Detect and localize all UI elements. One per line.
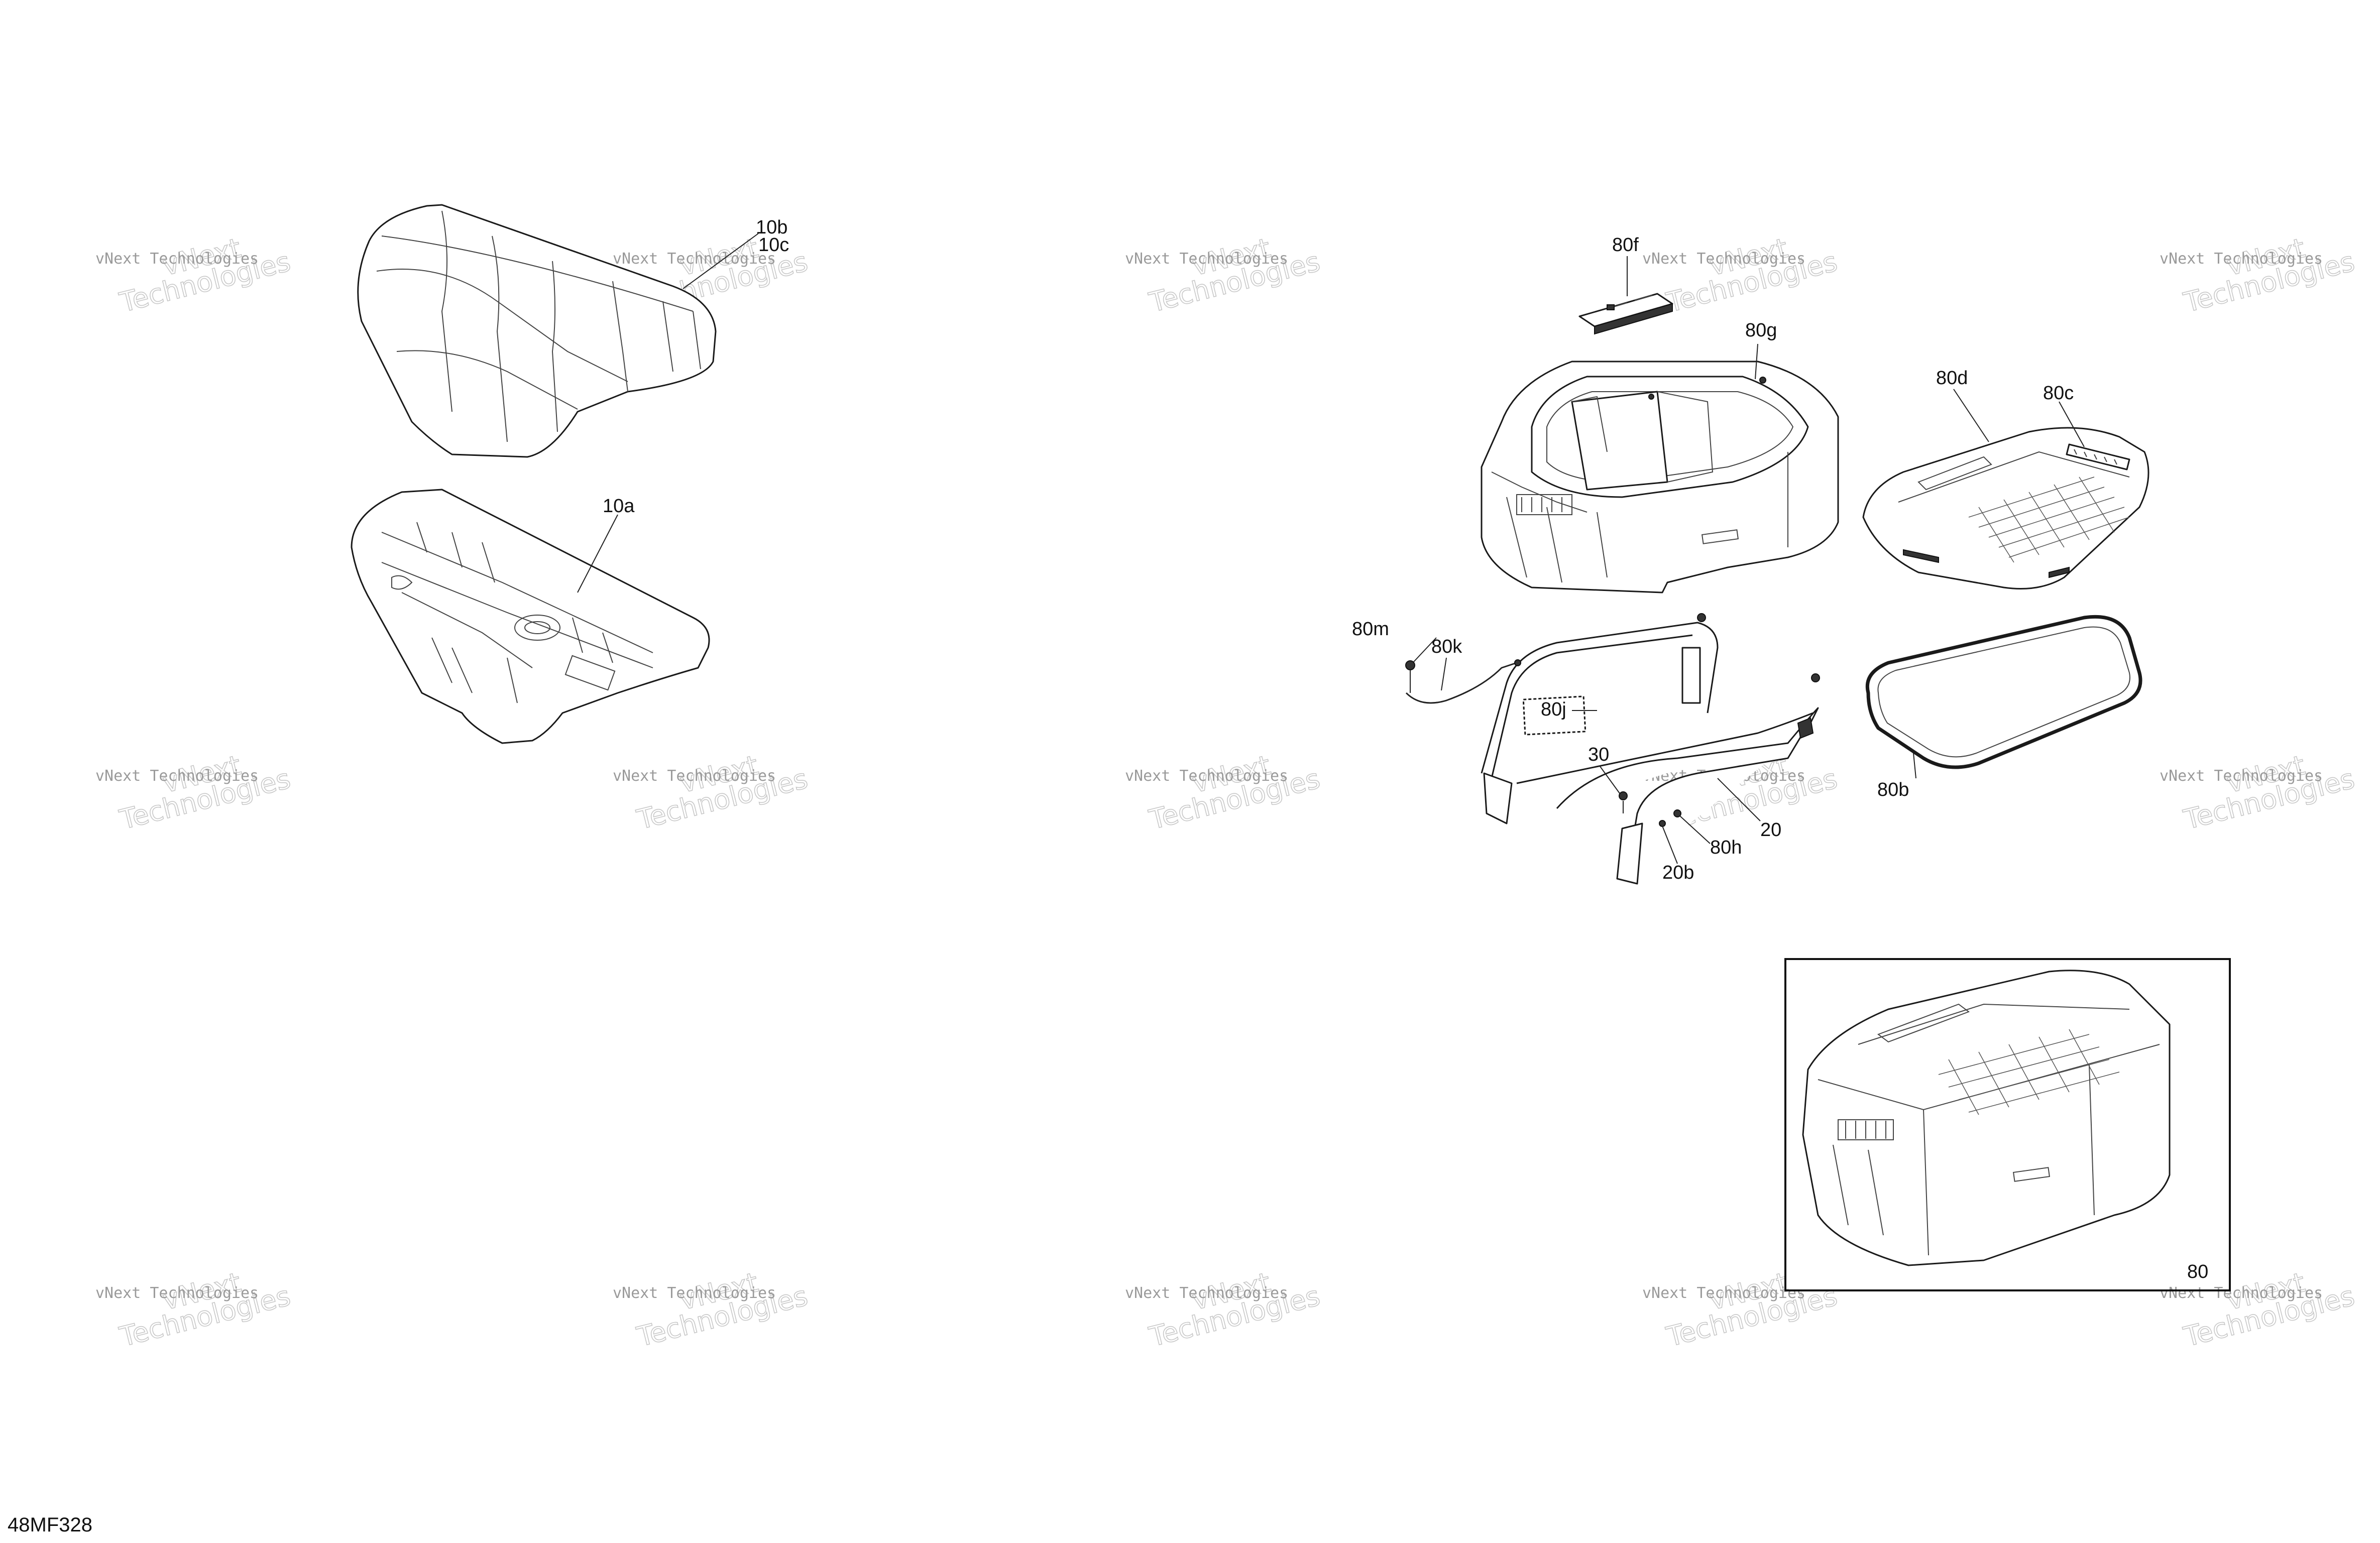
svg-text:vNext Technologies: vNext Technologies: [613, 767, 776, 785]
svg-text:vNext Technologies: vNext Technologies: [2160, 1284, 2323, 1302]
svg-text:vNext Technologies: vNext Technologies: [1642, 1284, 1805, 1302]
svg-text:vNext Technologies: vNext Technologies: [95, 1284, 259, 1302]
part-80b-drawing: [1865, 615, 2142, 769]
callout-30: 30: [1588, 744, 1609, 765]
watermark: vNext Technologies vNext Technologies: [2160, 231, 2358, 319]
frame-drawing: [1481, 622, 1819, 885]
watermark: vNext Technologies vNext Technologies: [1125, 1266, 1323, 1353]
svg-text:vNext Technologies: vNext Technologies: [613, 250, 776, 268]
watermark: vNext Technologies vNext Technologies: [613, 1266, 811, 1353]
storage-box-drawing: [1481, 361, 1839, 594]
callout-10b: 10b: [756, 217, 787, 238]
callout-80: 80: [2187, 1261, 2208, 1282]
callout-10c: 10c: [758, 234, 789, 256]
watermark: vNext Technologies vNext Technologies: [1125, 749, 1323, 836]
seat-cushion-drawing: [357, 204, 717, 458]
svg-text:vNext Technologies: vNext Technologies: [95, 250, 259, 268]
callout-10a: 10a: [603, 496, 635, 517]
watermark: vNext Technologies vNext Technologies: [2160, 1266, 2358, 1353]
watermark: vNext Technologies vNext Technologies: [2160, 749, 2358, 836]
svg-text:vNext Technologies: vNext Technologies: [2160, 767, 2323, 785]
svg-text:vNext Technologies: vNext Technologies: [1642, 250, 1805, 268]
part-80c-drawing: [2066, 443, 2130, 470]
callout-80d: 80d: [1936, 368, 1968, 389]
seat-base-drawing: [351, 489, 710, 744]
leader-lines: [577, 233, 2085, 864]
part-80f-drawing: [1578, 293, 1673, 335]
watermark: vNext Technologies vNext Technologies: [95, 231, 294, 319]
callout-80g: 80g: [1745, 320, 1777, 341]
callout-80c: 80c: [2043, 383, 2074, 404]
callout-20b: 20b: [1662, 862, 1694, 883]
callout-80k: 80k: [1431, 636, 1462, 657]
callout-80m: 80m: [1352, 619, 1389, 640]
inset-assembled-box: [1784, 958, 2231, 1291]
document-id: 48MF328: [8, 1514, 92, 1536]
fasteners-drawing: [1405, 394, 1820, 827]
callout-20: 20: [1760, 819, 1781, 841]
svg-text:vNext Technologies: vNext Technologies: [95, 767, 259, 785]
svg-text:vNext Technologies: vNext Technologies: [1125, 250, 1288, 268]
watermark: vNext Technologies vNext Technologies: [1125, 231, 1323, 319]
callout-80j: 80j: [1541, 699, 1566, 720]
svg-text:vNext Technologies: vNext Technologies: [1125, 767, 1288, 785]
watermark: vNext Technologies vNext Technologies: [613, 749, 811, 836]
svg-text:vNext Technologies: vNext Technologies: [613, 1284, 776, 1302]
watermark: vNext Technologies vNext Technologies: [95, 749, 294, 836]
callout-80b: 80b: [1877, 779, 1909, 800]
part-80d-drawing: [1862, 427, 2149, 589]
callout-80h: 80h: [1710, 837, 1742, 858]
svg-text:vNext Technologies: vNext Technologies: [2160, 250, 2323, 268]
watermark: vNext Technologies vNext Technologies: [95, 1266, 294, 1353]
callout-80f: 80f: [1612, 234, 1639, 256]
svg-text:vNext Technologies: vNext Technologies: [1125, 1284, 1288, 1302]
watermark: vNext Technologies vNext Technologies: [1642, 1266, 1841, 1353]
